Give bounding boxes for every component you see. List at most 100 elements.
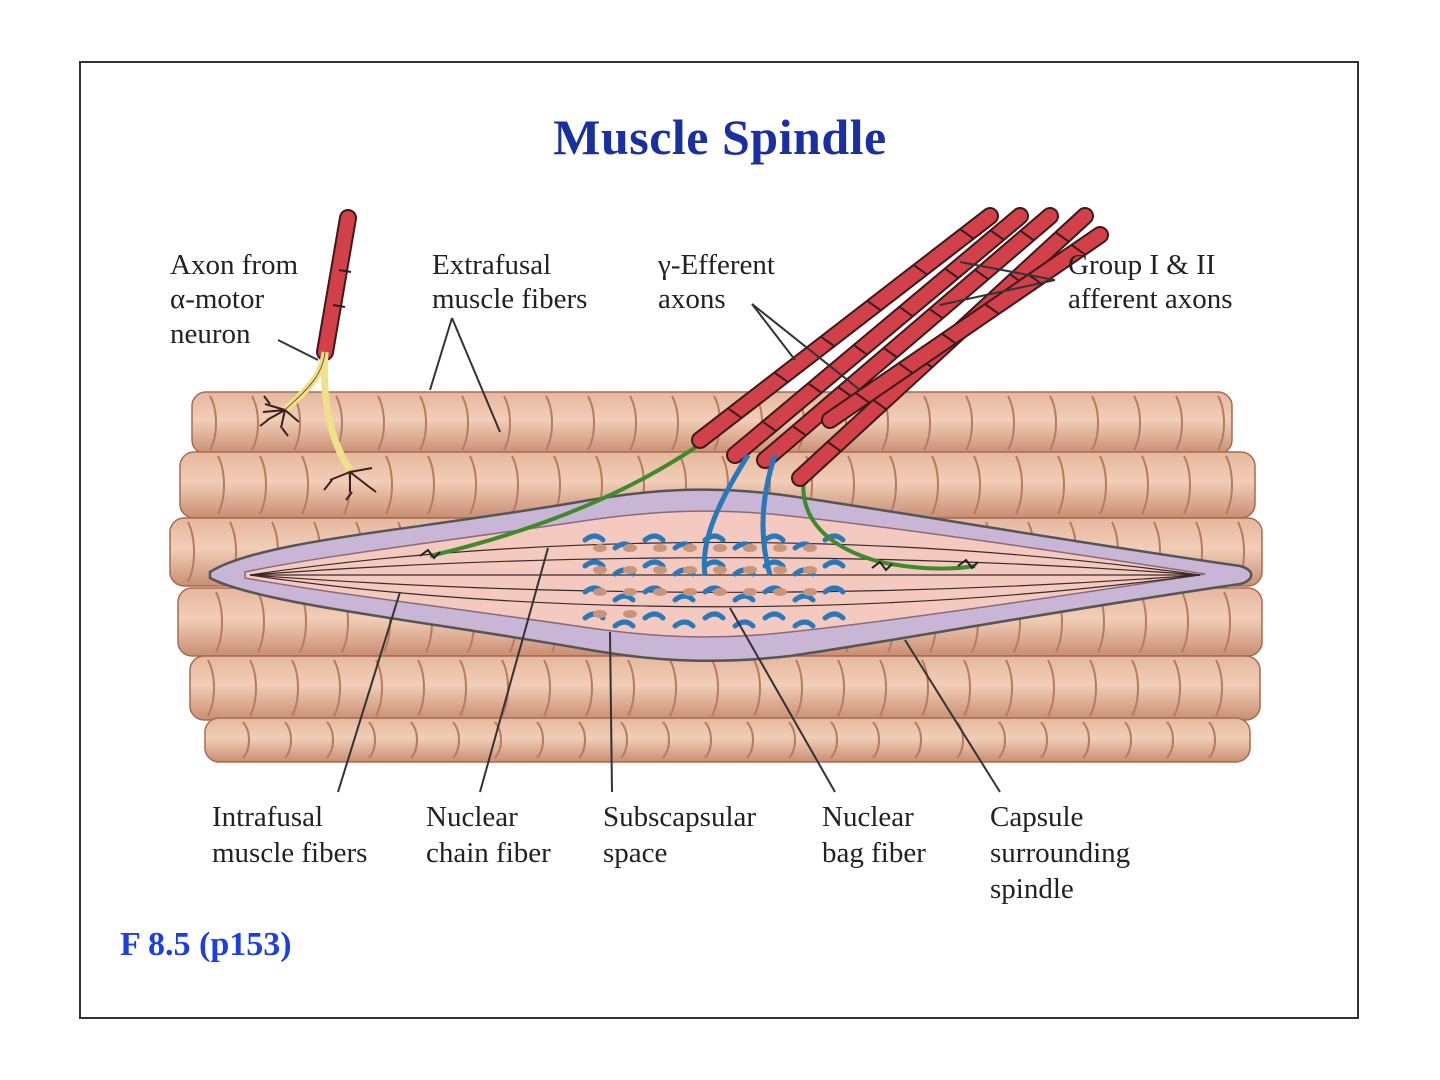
nucleus	[713, 588, 727, 596]
fiber-striation	[1225, 455, 1233, 515]
fiber-striation	[704, 721, 712, 759]
fiber-striation	[914, 721, 922, 759]
fiber-striation	[669, 659, 677, 717]
fiber-striation	[1089, 659, 1097, 717]
annulospiral-coil	[702, 611, 726, 621]
annulospiral-coil	[762, 611, 786, 621]
fiber-striation	[1223, 591, 1231, 653]
node-of-ranvier	[791, 424, 807, 437]
gamma-efferent-nerves	[429, 428, 976, 571]
fiber-striation	[1047, 659, 1055, 717]
node-of-ranvier	[984, 303, 1000, 315]
annulospiral-coil	[792, 619, 816, 629]
fiber-striation	[333, 659, 341, 717]
fiber-striation	[921, 659, 929, 717]
node-of-ranvier	[837, 385, 853, 398]
fiber-striation	[1133, 395, 1141, 451]
svg-text:Nuclear: Nuclear	[426, 801, 518, 833]
fiber-striation	[1082, 721, 1090, 759]
fiber-striation	[587, 395, 595, 451]
annulospiral-coil	[582, 559, 606, 569]
svg-text:surrounding: surrounding	[990, 837, 1130, 869]
nucleus	[683, 544, 697, 552]
node-of-ranvier	[852, 344, 868, 356]
node-of-ranvier	[826, 440, 842, 453]
svg-text:space: space	[603, 837, 667, 869]
annulospiral-coil	[732, 619, 756, 629]
nuclei	[593, 544, 817, 618]
nucleus	[593, 544, 607, 552]
fiber-striation	[377, 395, 385, 451]
fiber-striation	[1007, 395, 1015, 451]
nucleus	[653, 544, 667, 552]
node-of-ranvier	[989, 229, 1005, 241]
svg-text:Axon from: Axon from	[170, 249, 299, 281]
nucleus	[623, 566, 637, 574]
fiber-striation	[1057, 455, 1065, 515]
node-of-ranvier	[974, 268, 990, 281]
fiber-striation	[629, 395, 637, 451]
motor-endplates	[419, 548, 979, 572]
nucleus	[743, 588, 757, 596]
node-of-ranvier	[928, 307, 944, 320]
svg-text:Capsule: Capsule	[990, 801, 1083, 833]
annulospiral-coil	[642, 559, 666, 569]
fiber-striation	[620, 721, 628, 759]
annulospiral-coil	[822, 559, 846, 569]
nucleus	[683, 588, 697, 596]
node-of-ranvier	[761, 420, 777, 433]
afferent-annulospiral-endings	[582, 533, 846, 629]
annulospiral-coil	[612, 619, 636, 629]
node-of-ranvier	[944, 267, 960, 280]
nucleus	[773, 566, 787, 574]
nucleus	[803, 544, 817, 552]
nucleus	[773, 588, 787, 596]
annulospiral-coil	[672, 619, 696, 629]
svg-text:Subscapsular: Subscapsular	[603, 801, 756, 833]
nerve-bundle-axons	[691, 207, 1109, 487]
svg-text:γ-Efferent: γ-Efferent	[657, 249, 775, 281]
node-of-ranvier	[941, 332, 957, 345]
svg-text:muscle fibers: muscle fibers	[432, 283, 587, 315]
figure-reference: F 8.5 (p153)	[120, 926, 292, 963]
fiber-striation	[1091, 395, 1099, 451]
fiber-striation	[301, 455, 309, 515]
fiber-striation	[973, 455, 981, 515]
fiber-striation	[931, 455, 939, 515]
node-of-ranvier	[1019, 229, 1035, 242]
node-of-ranvier	[1054, 231, 1070, 243]
fiber-striation	[711, 659, 719, 717]
nucleus	[743, 566, 757, 574]
alpha-motor-endplate-2	[323, 467, 377, 501]
fiber-striation	[452, 721, 460, 759]
axon-strand	[728, 209, 1027, 462]
svg-text:muscle fibers: muscle fibers	[212, 837, 367, 869]
fiber-striation	[1183, 455, 1191, 515]
fiber-striation	[1099, 455, 1107, 515]
fiber-striation	[249, 659, 257, 717]
fiber-striation	[998, 721, 1006, 759]
fiber-striation	[1217, 395, 1225, 451]
annulospiral-coil	[792, 593, 816, 603]
fiber-striation	[511, 455, 519, 515]
node-of-ranvier	[866, 299, 882, 312]
node-of-ranvier	[727, 407, 743, 419]
afferent-axons-descending	[701, 453, 778, 576]
annulospiral-coil	[582, 533, 606, 543]
fiber-striation	[1173, 659, 1181, 717]
fiber-striation	[1015, 455, 1023, 515]
annulospiral-coil	[672, 593, 696, 603]
nucleus	[743, 544, 757, 552]
label-gamma-efferent: γ-Efferent axons	[657, 249, 775, 315]
alpha-motor-axon	[282, 209, 357, 472]
fiber-striation	[259, 455, 267, 515]
fiber-striation	[217, 455, 225, 515]
node-of-ranvier	[872, 398, 888, 411]
label-axon-alpha: Axon from α-motor neuron	[170, 249, 299, 350]
svg-text:chain fiber: chain fiber	[426, 837, 551, 869]
fiber-striation	[215, 591, 223, 653]
axon-strand	[758, 209, 1057, 467]
label-group-afferent: Group I & II afferent axons	[1068, 249, 1233, 315]
fiber-striation	[965, 395, 973, 451]
